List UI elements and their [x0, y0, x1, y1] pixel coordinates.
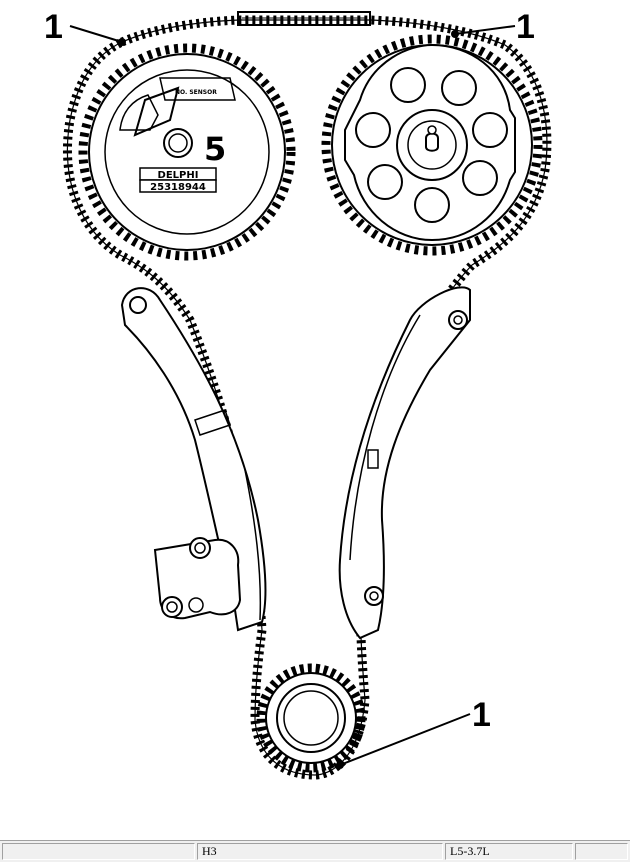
- chain-tensioner: [153, 537, 242, 620]
- status-bar: H3 L5-3.7L: [0, 840, 630, 862]
- status-cell-engine: L5-3.7L: [445, 843, 573, 860]
- right-chain-guide: [338, 286, 471, 640]
- leader-line: [454, 25, 516, 35]
- brand-label: DELPHI: [158, 170, 199, 181]
- sprocket-hole: [367, 164, 403, 200]
- sensor-label: NO. SENSOR: [175, 89, 217, 96]
- timing-chain: [62, 15, 552, 780]
- timing-chain-diagram: NO. SENSOR 5 DELPHI 25318944: [44, 8, 552, 780]
- sprocket-hole: [414, 187, 450, 223]
- leader-line: [69, 25, 123, 43]
- part-number-label: 25318944: [150, 182, 206, 193]
- leader-line: [339, 713, 471, 766]
- callout-number: 1: [472, 696, 491, 734]
- sprocket-hole: [355, 112, 391, 148]
- sprocket-hole: [472, 112, 508, 148]
- sprocket-digit: 5: [204, 130, 226, 168]
- callout-number: 1: [516, 8, 535, 46]
- right-cam-sprocket: [321, 34, 543, 256]
- crankshaft-sprocket: [256, 663, 366, 773]
- sprocket-hole: [441, 70, 477, 106]
- sprocket-hole: [390, 67, 426, 103]
- status-cell-empty: [2, 843, 195, 860]
- callout-leaders: [69, 25, 516, 766]
- status-cell-model: H3: [197, 843, 443, 860]
- status-cell-extra: [575, 843, 628, 860]
- left-cam-sprocket: NO. SENSOR 5 DELPHI 25318944: [78, 43, 296, 261]
- callout-number: 1: [44, 8, 63, 46]
- sprocket-hole: [462, 160, 498, 196]
